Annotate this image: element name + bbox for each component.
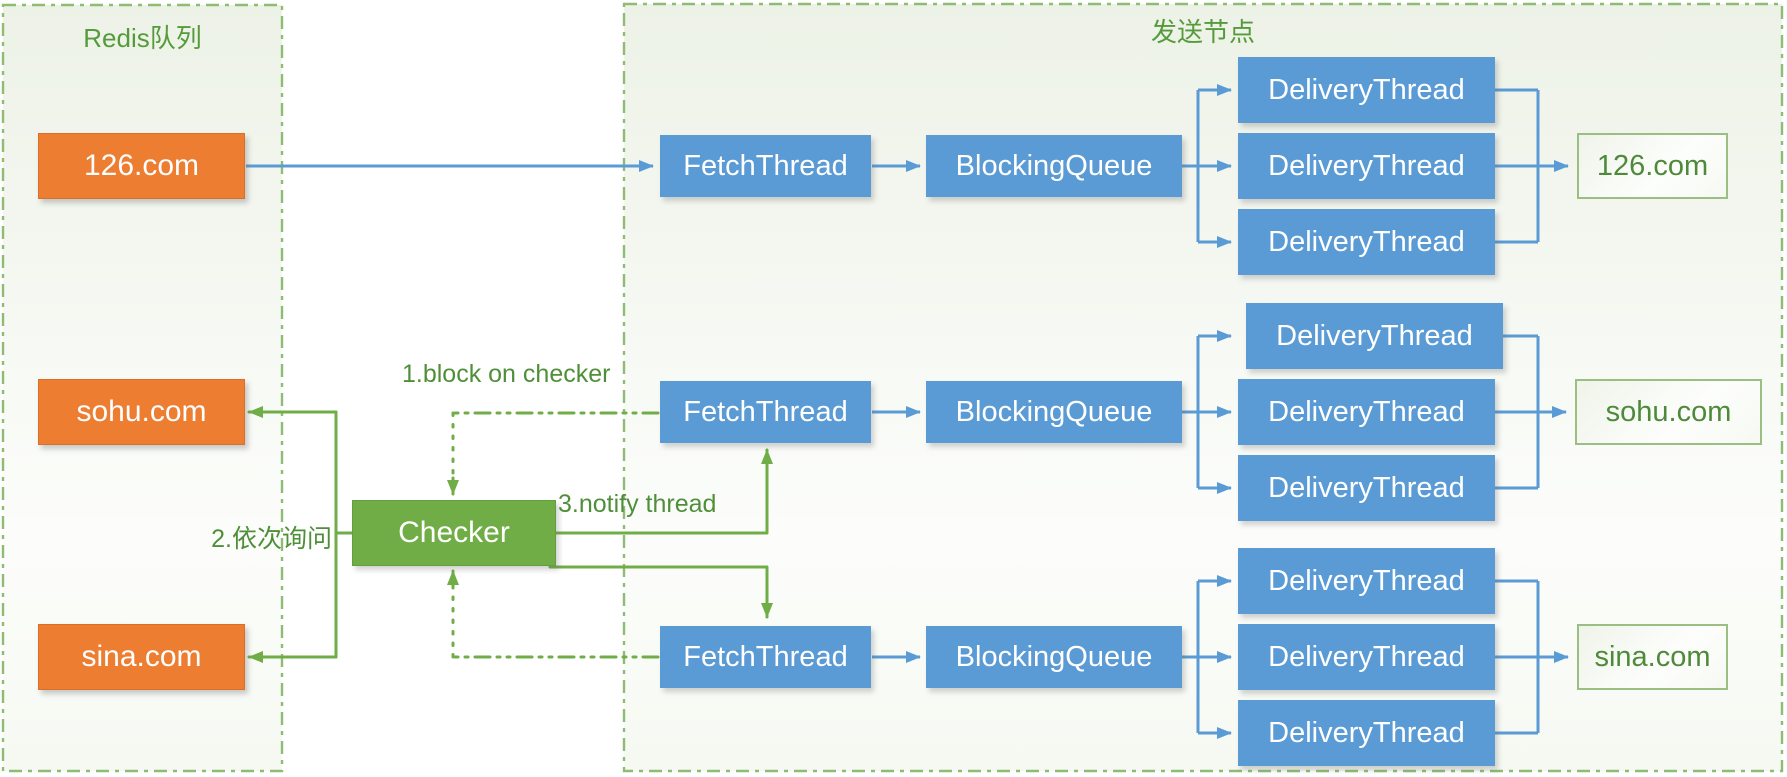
annotation-poll-in-turn: 2.依次询问 xyxy=(211,525,332,553)
deliverythread-box-row1-2: DeliveryThread xyxy=(1238,133,1495,199)
deliverythread-box-row2-1: DeliveryThread xyxy=(1246,303,1503,369)
deliverythread-box-row2-2: DeliveryThread xyxy=(1238,379,1495,445)
fetchthread-box-row3: FetchThread xyxy=(660,626,871,688)
deliverythread-box-row3-1: DeliveryThread xyxy=(1238,548,1495,614)
destination-box-sinacom: sina.com xyxy=(1577,624,1728,690)
destination-box-sohucom: sohu.com xyxy=(1575,379,1762,445)
merge-deliveries-row1 xyxy=(1495,88,1540,244)
destination-box-126com: 126.com xyxy=(1577,133,1728,199)
queue-box-sohucom: sohu.com xyxy=(38,379,245,445)
blockingqueue-box-row1: BlockingQueue xyxy=(926,135,1182,197)
redis-queue-title: Redis队列 xyxy=(83,23,202,53)
deliverythread-box-row3-3: DeliveryThread xyxy=(1238,700,1495,766)
merge-deliveries-row3 xyxy=(1495,579,1540,735)
annotation-block-on-checker: 1.block on checker xyxy=(402,360,611,388)
checker-box: Checker xyxy=(352,500,556,566)
sender-node-title: 发送节点 xyxy=(1150,17,1255,47)
deliverythread-box-row1-1: DeliveryThread xyxy=(1238,57,1495,123)
deliverythread-box-row3-2: DeliveryThread xyxy=(1238,624,1495,690)
deliverythread-box-row2-3: DeliveryThread xyxy=(1238,455,1495,521)
pipeline-wiring-row2 xyxy=(872,330,1567,494)
deliverythread-box-row1-3: DeliveryThread xyxy=(1238,209,1495,275)
blockingqueue-box-row3: BlockingQueue xyxy=(926,626,1182,688)
annotation-notify-thread: 3.notify thread xyxy=(558,490,717,518)
queue-box-sinacom: sina.com xyxy=(38,624,245,690)
blockingqueue-box-row2: BlockingQueue xyxy=(926,381,1182,443)
pipeline-wiring-row3 xyxy=(872,575,1569,739)
queue-box-126com: 126.com xyxy=(38,133,245,199)
checker-wiring xyxy=(247,406,773,663)
pipeline-wiring-row1 xyxy=(246,84,1569,248)
notify-thread-row3 xyxy=(548,565,773,619)
fetchthread-box-row1: FetchThread xyxy=(660,135,871,197)
notify-thread-row2 xyxy=(554,448,773,535)
fetchthread-box-row2: FetchThread xyxy=(660,381,871,443)
merge-deliveries-row2 xyxy=(1495,334,1540,490)
